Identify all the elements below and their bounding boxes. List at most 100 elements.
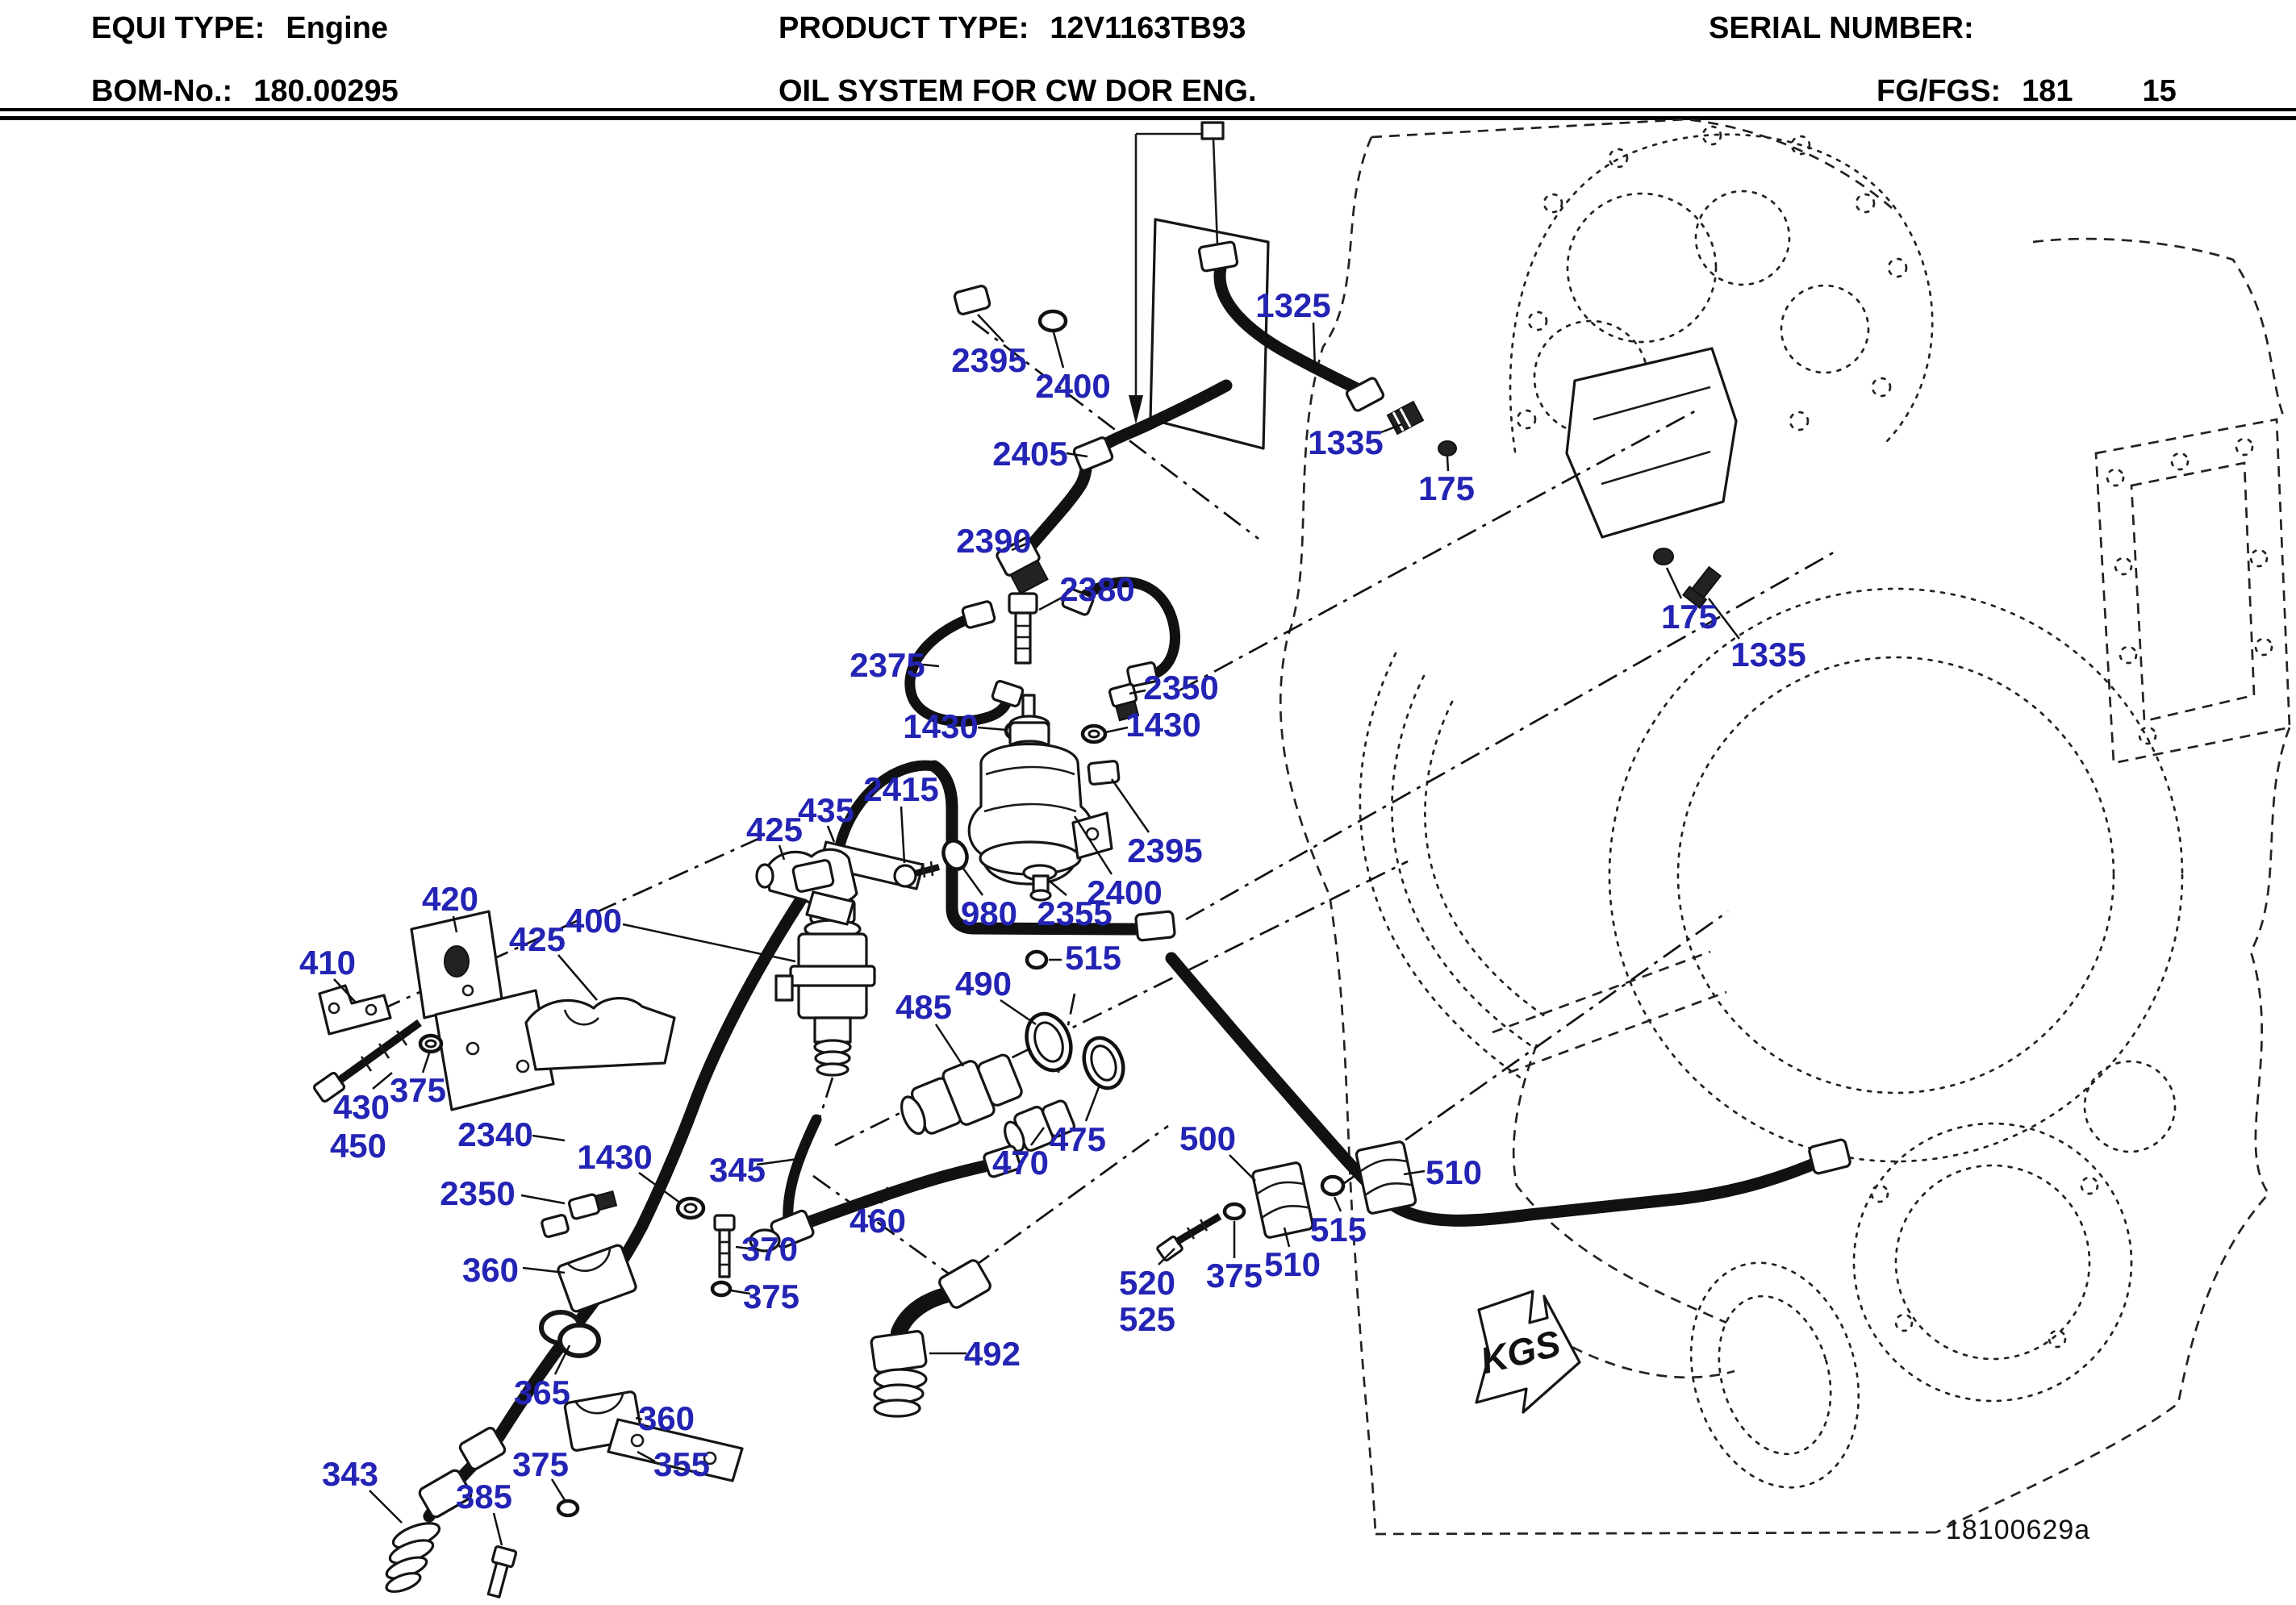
leader-line — [1046, 878, 1067, 896]
part-number-label: 1335 — [1730, 636, 1805, 673]
part-number-label: 470 — [992, 1144, 1049, 1182]
leader-line — [1066, 452, 1088, 458]
part-number-label: 370 — [741, 1230, 798, 1268]
leader-line — [730, 1289, 751, 1295]
fg-fgs-field: FG/FGS: 181 15 — [1876, 74, 2177, 109]
part-number-label: 2355 — [1037, 894, 1112, 932]
equi-type-value: Engine — [286, 11, 389, 45]
part-number-label: 430 — [333, 1088, 390, 1126]
nut-2395 — [953, 285, 991, 315]
part-number-label: 420 — [422, 880, 478, 918]
leader-line — [977, 314, 1004, 343]
clamp-510 — [1251, 1161, 1314, 1239]
header-rule-top — [0, 108, 2296, 111]
leader-line — [1708, 598, 1740, 640]
part-number-label: 425 — [746, 811, 803, 848]
part-number-label: 2395 — [951, 341, 1026, 379]
clamp-510 — [1355, 1140, 1417, 1215]
leader-line — [1084, 1086, 1100, 1122]
drawing-number: 18100629a — [1946, 1515, 2091, 1545]
serial-number-field: SERIAL NUMBER: — [1709, 11, 1995, 46]
part-number-label: 450 — [330, 1127, 386, 1165]
leader-line — [1283, 1227, 1291, 1248]
bracket-355 — [607, 1418, 744, 1482]
leader-line — [756, 1157, 804, 1166]
leader-line — [826, 825, 836, 843]
part-number-label: 2415 — [863, 770, 938, 808]
part-number-label: 2350 — [440, 1174, 515, 1212]
union-nut — [1808, 1138, 1851, 1175]
part-number-label: 375 — [1206, 1257, 1263, 1294]
fg-fgs-label: FG/FGS: — [1876, 74, 2002, 108]
plate-420 — [410, 910, 555, 1111]
union-nut — [991, 680, 1025, 707]
pipe-2375 — [904, 610, 1013, 727]
pipe-1325 — [1213, 261, 1370, 398]
cap-2400 — [1037, 309, 1068, 333]
plug-1335 — [1681, 565, 1722, 610]
leader-line — [1073, 815, 1113, 875]
leader-line — [492, 1512, 503, 1546]
part-number-label: 355 — [653, 1445, 710, 1483]
leader-line — [1380, 423, 1403, 434]
pipe-2380-loop — [1072, 577, 1180, 681]
reference-panel — [1129, 121, 1270, 450]
leader-line — [1229, 1154, 1256, 1182]
washer-980 — [941, 839, 969, 871]
bolt-520 — [1156, 1213, 1222, 1262]
elbow-492 — [870, 1259, 991, 1418]
bom-label: BOM-No.: — [91, 74, 233, 108]
part-number-label: 360 — [462, 1251, 519, 1289]
sleeve-365 — [539, 1310, 601, 1358]
part-number-label: 375 — [512, 1445, 569, 1483]
part-number-label: 1325 — [1255, 286, 1330, 324]
part-number-label: 510 — [1426, 1153, 1482, 1191]
leader-line — [1029, 1127, 1046, 1146]
leader-line — [977, 726, 1008, 732]
part-number-label: 1335 — [1308, 423, 1383, 461]
bolt-385 — [486, 1545, 518, 1599]
nut-175 — [1438, 440, 1457, 456]
part-number-label: 2350 — [1143, 669, 1218, 707]
oring-475 — [1082, 1036, 1125, 1090]
bolt-2415 — [893, 861, 941, 888]
small-parts — [312, 240, 1851, 1599]
part-number-label: 1430 — [577, 1138, 652, 1176]
leader-line — [638, 1171, 682, 1205]
part-number-label: 2405 — [992, 435, 1067, 473]
part-number-label: 343 — [322, 1455, 378, 1493]
pipe-2355 — [928, 760, 1142, 936]
leader-line — [522, 1266, 566, 1274]
union-nut — [1126, 661, 1158, 687]
part-number-label: 1430 — [1125, 706, 1200, 744]
header-rule-bottom — [0, 116, 2296, 120]
washer-375 — [556, 1499, 580, 1518]
union-485 — [900, 1053, 1023, 1136]
leader-line — [637, 1450, 656, 1463]
leader-line — [900, 806, 906, 864]
pipe-460 — [783, 1157, 1005, 1236]
engine-bolt-holes — [1516, 125, 1908, 431]
part-number-label: 425 — [509, 920, 566, 958]
leader-line — [1665, 567, 1683, 599]
equi-type-field: EQUI TYPE: Engine — [91, 11, 388, 46]
page-number: 15 — [2142, 74, 2177, 108]
leader-line — [635, 1416, 643, 1421]
pipe-2340 — [492, 874, 820, 1444]
leader-line — [369, 1490, 403, 1524]
cover-plate-bolts — [2106, 437, 2273, 745]
equi-type-label: EQUI TYPE: — [91, 11, 265, 45]
leader-line — [1333, 1196, 1342, 1212]
bolt-370 — [713, 1214, 736, 1278]
clamp-360 — [557, 1244, 637, 1313]
part-number-label: 500 — [1179, 1119, 1236, 1157]
page-title: OIL SYSTEM FOR CW DOR ENG. — [779, 74, 1257, 108]
elbow-343 — [385, 1427, 507, 1593]
leader-line — [735, 1245, 749, 1250]
leader-line — [372, 1072, 393, 1090]
part-number-label: 492 — [964, 1335, 1021, 1373]
washer-375 — [418, 1033, 444, 1054]
leader-line — [1129, 689, 1146, 695]
product-type-value: 12V1163TB93 — [1050, 11, 1246, 45]
leader-line — [1110, 778, 1150, 833]
